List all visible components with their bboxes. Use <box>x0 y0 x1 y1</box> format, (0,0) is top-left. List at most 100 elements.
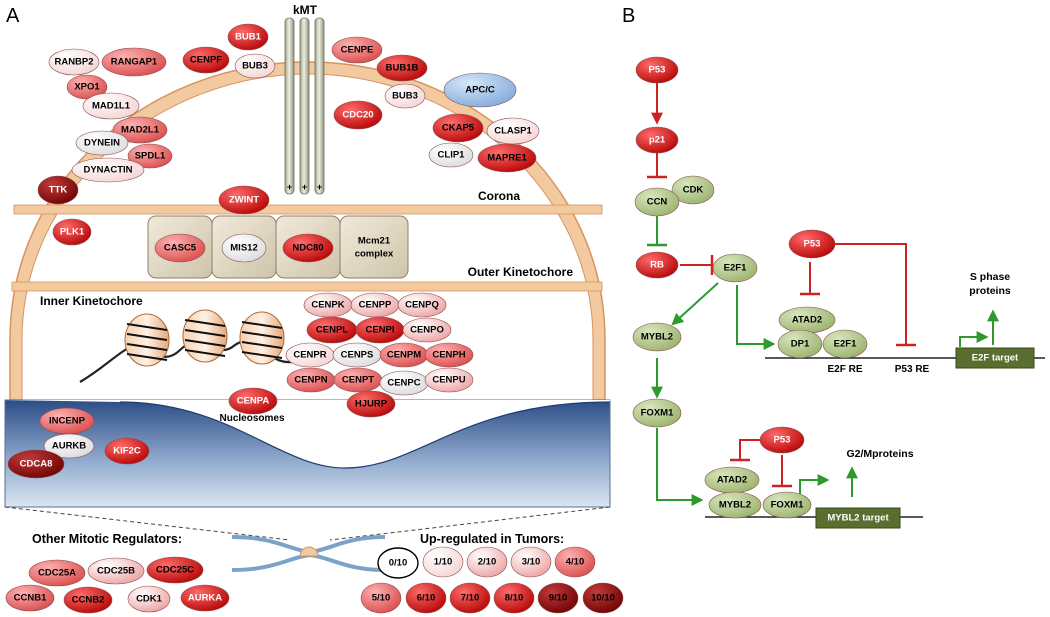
svg-text:CENPL: CENPL <box>316 325 348 336</box>
protein-dynein: DYNEIN <box>75 130 129 156</box>
svg-text:CENPC: CENPC <box>387 378 420 389</box>
p53-node-top: P53 <box>635 56 679 84</box>
svg-text:TTK: TTK <box>49 185 68 196</box>
svg-text:E2F1: E2F1 <box>834 339 857 350</box>
protein-cenpo: CENPO <box>402 317 452 343</box>
svg-text:CCNB1: CCNB1 <box>14 593 47 604</box>
other-regulators-title: Other Mitotic Regulators: <box>32 532 182 546</box>
kinetochore-microtubules: + + + <box>284 17 325 195</box>
rb-node: RB <box>635 251 679 279</box>
protein-ttk: TTK <box>37 175 79 205</box>
svg-text:CENPS: CENPS <box>341 350 374 361</box>
corona-band <box>13 204 603 215</box>
protein-mcm21-sub: complex <box>355 249 394 260</box>
protein-aurkb: AURKB <box>43 433 95 459</box>
svg-text:CENPM: CENPM <box>387 350 421 361</box>
svg-text:CDK1: CDK1 <box>136 594 163 605</box>
svg-text:CENPP: CENPP <box>359 300 392 311</box>
protein-cenpr: CENPR <box>285 342 335 368</box>
svg-text:CCN: CCN <box>647 197 668 208</box>
e2f-target-label: E2F target <box>972 353 1019 364</box>
svg-text:RB: RB <box>650 260 664 271</box>
svg-text:AURKA: AURKA <box>188 593 222 604</box>
svg-text:CDC25A: CDC25A <box>38 568 76 579</box>
cdk-node: CDK <box>671 175 715 205</box>
svg-text:P53: P53 <box>649 65 666 76</box>
mybl2-node-complex: MYBL2 <box>708 491 762 519</box>
legend-level-2: 2/10 <box>466 546 508 578</box>
protein-mapre1: MAPRE1 <box>477 143 537 173</box>
svg-text:p21: p21 <box>649 135 666 146</box>
svg-text:1/10: 1/10 <box>434 557 453 568</box>
protein-cenpk: CENPK <box>303 292 353 318</box>
svg-text:CENPH: CENPH <box>432 350 465 361</box>
protein-cenpn: CENPN <box>286 367 336 393</box>
protein-bub3-right: BUB3 <box>384 83 426 109</box>
svg-text:KIF2C: KIF2C <box>113 446 141 457</box>
legend-level-10: 10/10 <box>582 582 624 614</box>
protein-kif2c: KIF2C <box>104 437 150 465</box>
protein-cdc25b: CDC25B <box>87 557 145 585</box>
legend-level-5: 5/10 <box>360 582 402 614</box>
protein-cdc20: CDC20 <box>333 100 383 130</box>
centromere-top-curve <box>5 400 610 468</box>
protein-bub1b: BUB1B <box>376 54 428 82</box>
svg-text:6/10: 6/10 <box>417 593 436 604</box>
protein-cenpl: CENPL <box>306 316 358 344</box>
protein-clip1: CLIP1 <box>428 142 474 168</box>
svg-text:CLASP1: CLASP1 <box>494 126 532 137</box>
nucleosomes-graphic <box>79 309 301 383</box>
svg-text:CDC25C: CDC25C <box>156 565 194 576</box>
foxm1-node: FOXM1 <box>632 398 682 428</box>
svg-text:SPDL1: SPDL1 <box>135 151 166 162</box>
svg-text:DP1: DP1 <box>791 339 810 350</box>
svg-text:BUB1B: BUB1B <box>386 63 419 74</box>
protein-spdl1: SPDL1 <box>127 143 173 169</box>
svg-text:CDCA8: CDCA8 <box>20 459 53 470</box>
svg-text:CENPE: CENPE <box>341 45 374 56</box>
protein-clasp1: CLASP1 <box>486 117 540 145</box>
protein-cenpa: CENPA <box>228 387 278 415</box>
legend-level-8: 8/10 <box>493 582 535 614</box>
protein-aurka: AURKA <box>180 584 230 612</box>
zoom-line-left <box>4 506 291 541</box>
legend-level-4: 4/10 <box>554 546 596 578</box>
svg-text:5/10: 5/10 <box>372 593 391 604</box>
inner-kinetochore-label: Inner Kinetochore <box>40 294 143 308</box>
protein-cdca8: CDCA8 <box>7 449 65 479</box>
svg-text:+: + <box>302 182 307 192</box>
svg-text:E2F1: E2F1 <box>724 263 747 274</box>
svg-text:+: + <box>317 182 322 192</box>
mybl2-target-label: MYBL2 target <box>827 513 889 524</box>
protein-cdk1: CDK1 <box>127 585 171 613</box>
svg-text:CASC5: CASC5 <box>164 243 197 254</box>
g2m-proteins-label: G2/Mproteins <box>846 448 913 460</box>
atad2-node-upper: ATAD2 <box>778 306 836 334</box>
svg-text:9/10: 9/10 <box>549 593 568 604</box>
protein-cenpt: CENPT <box>333 367 383 393</box>
svg-text:MYBL2: MYBL2 <box>719 500 751 511</box>
nucleosomes-label: Nucleosomes <box>219 413 284 424</box>
mybl2-node: MYBL2 <box>632 322 682 352</box>
legend-level-6: 6/10 <box>405 582 447 614</box>
ccn-node: CCN <box>634 187 680 217</box>
protein-zwint: ZWINT <box>218 185 270 215</box>
legend-level-7: 7/10 <box>449 582 491 614</box>
svg-text:CCNB2: CCNB2 <box>72 595 105 606</box>
svg-text:CENPK: CENPK <box>311 300 344 311</box>
protein-cenpu: CENPU <box>424 367 474 393</box>
protein-cenpp: CENPP <box>350 292 400 318</box>
svg-text:DYNEIN: DYNEIN <box>84 138 120 149</box>
zoom-line-right <box>329 506 611 541</box>
svg-text:CENPU: CENPU <box>432 375 465 386</box>
legend-level-1: 1/10 <box>422 546 464 578</box>
svg-text:RANBP2: RANBP2 <box>54 57 93 68</box>
protein-cdc25c: CDC25C <box>146 556 204 584</box>
panel-a-label: A <box>6 5 20 27</box>
svg-text:2/10: 2/10 <box>478 557 497 568</box>
foxm1-node-complex: FOXM1 <box>762 491 812 519</box>
p53-node-middle: P53 <box>788 229 836 259</box>
protein-apcc: APC/C <box>443 72 517 108</box>
